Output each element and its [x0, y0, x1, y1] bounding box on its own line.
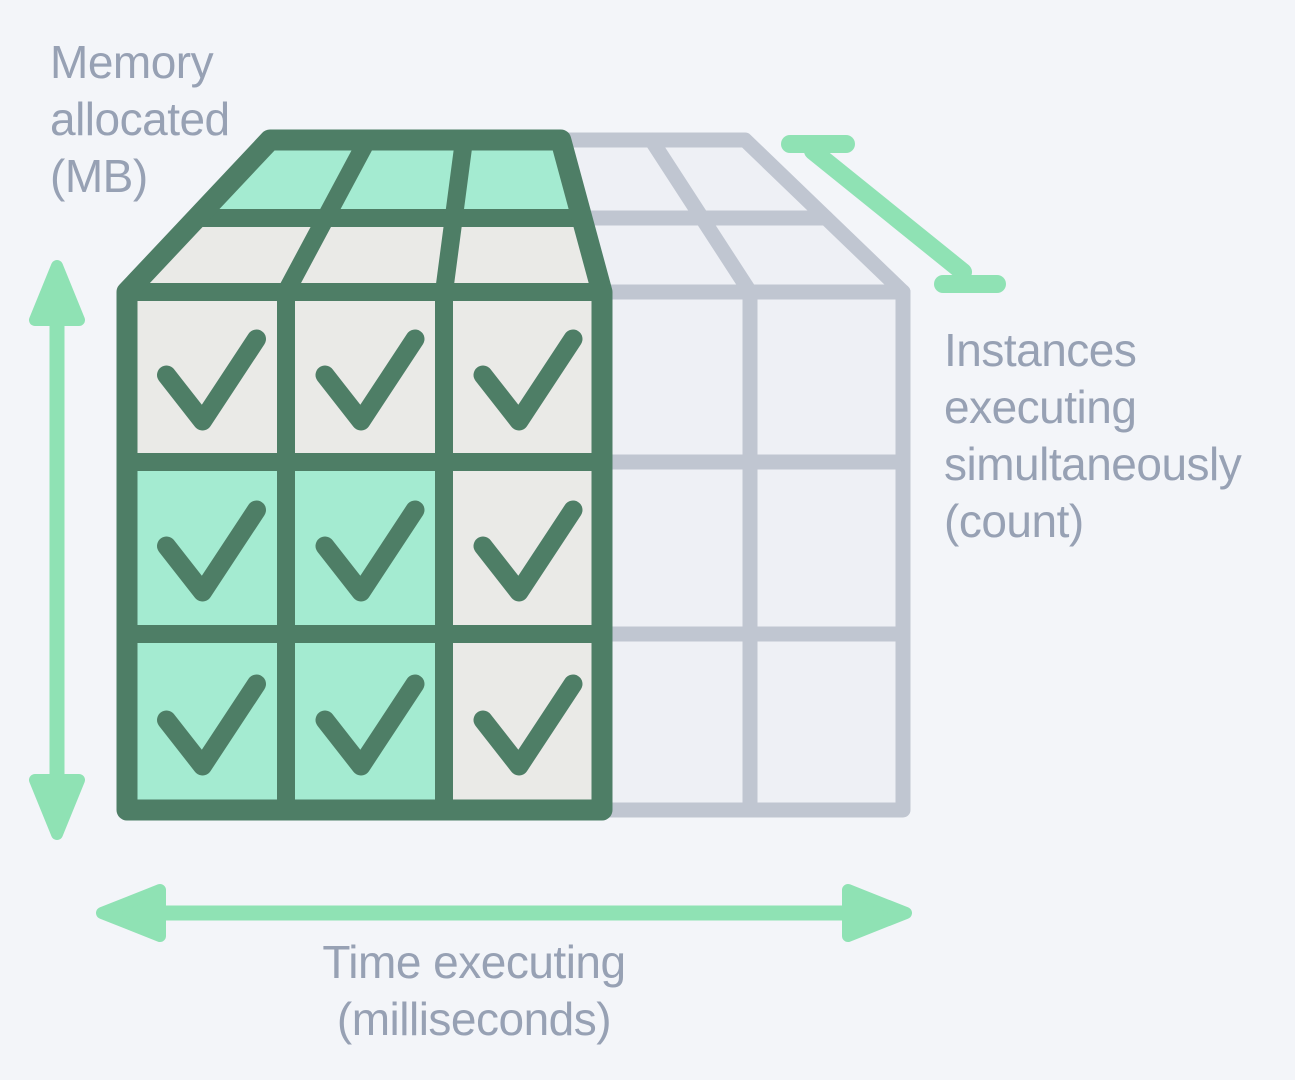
memory-axis-arrow-icon: [29, 260, 85, 840]
cube-front-face-cells: [127, 292, 903, 810]
time-axis-arrow-icon: [96, 884, 912, 942]
inactive-grid-lines: [553, 132, 911, 818]
memory-axis-label: Memory allocated (MB): [50, 34, 230, 205]
memory-label-line-2: allocated: [50, 93, 230, 145]
time-axis-label: Time executing (milliseconds): [54, 934, 894, 1048]
instances-label-line-1: Instances: [944, 324, 1137, 376]
memory-label-line-1: Memory: [50, 36, 214, 88]
time-label-line-1: Time executing: [322, 936, 626, 988]
time-label-line-2: (milliseconds): [336, 993, 612, 1045]
instances-label-line-4: (count): [944, 495, 1084, 547]
active-grid-lines: [116, 129, 613, 821]
instances-axis-label: Instances executing simultaneously (coun…: [944, 322, 1242, 550]
instances-axis-arrow-icon: [781, 135, 1006, 293]
memory-label-line-3: (MB): [50, 150, 148, 202]
instances-label-line-3: simultaneously: [944, 438, 1242, 490]
instances-label-line-2: executing: [944, 381, 1137, 433]
check-icons: [157, 329, 583, 776]
